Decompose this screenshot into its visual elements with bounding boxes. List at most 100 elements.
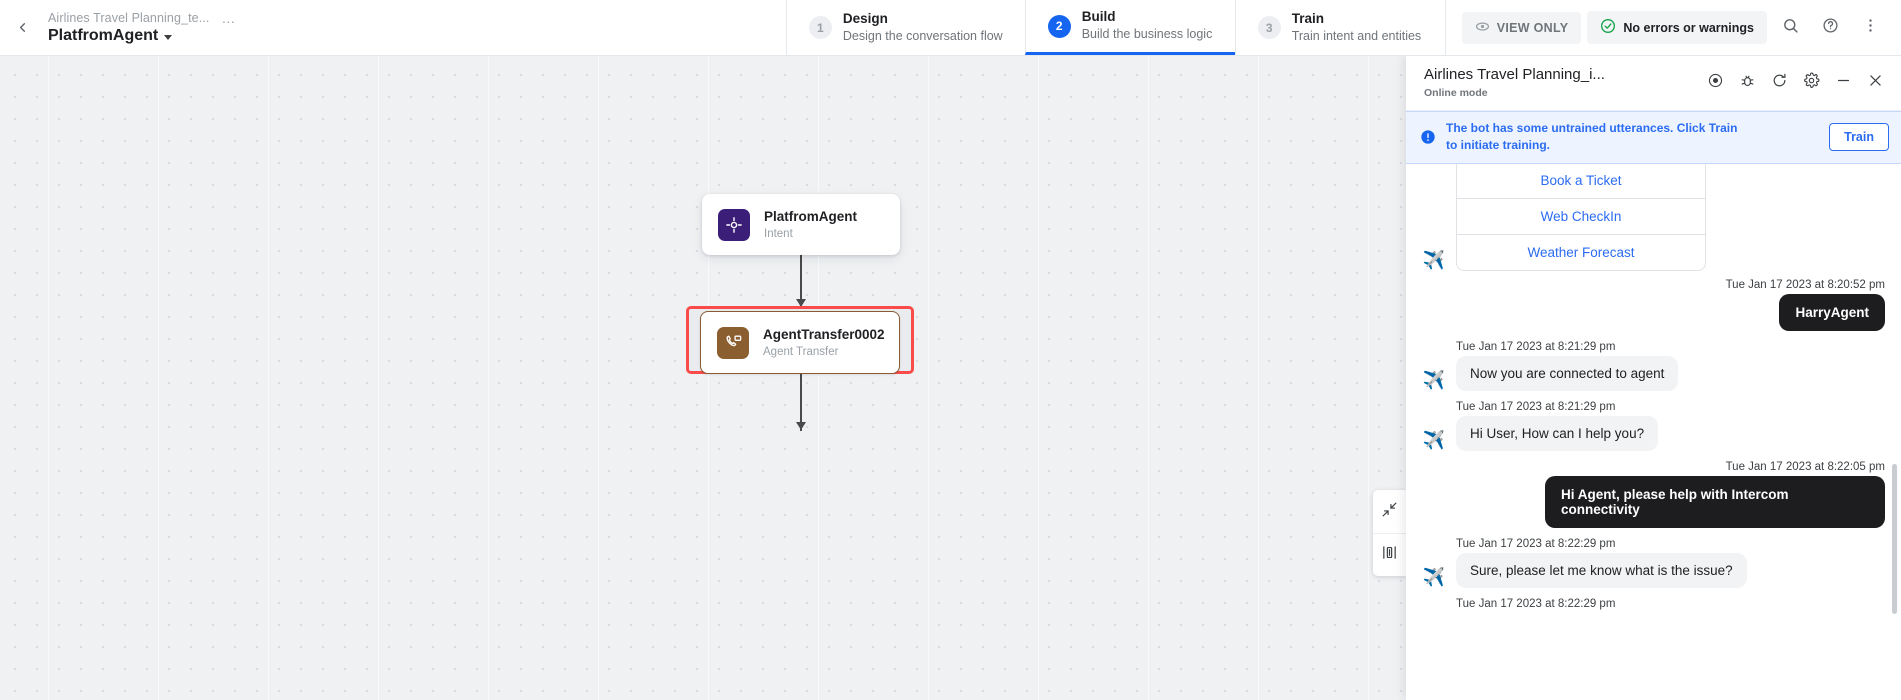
step-nav: 1 Design Design the conversation flow 2 … [785,0,1445,55]
more-options-button[interactable] [1853,11,1887,45]
avatar: ✈️ [1420,564,1448,588]
step-subtitle: Design the conversation flow [842,28,1003,43]
message-options-card: ✈️ Book a Ticket Web CheckIn Weather For… [1420,163,1885,271]
quick-reply-card: Book a Ticket Web CheckIn Weather Foreca… [1456,163,1706,271]
message-bubble-bot: Sure, please let me know what is the iss… [1456,552,1747,588]
search-button[interactable] [1773,11,1807,45]
avatar: ✈️ [1420,247,1448,271]
message-row-user: Hi Agent, please help with Intercom conn… [1420,475,1885,528]
help-button[interactable] [1813,11,1847,45]
airplane-avatar-icon: ✈️ [1422,429,1446,450]
info-alert-icon [1420,129,1436,145]
view-only-badge[interactable]: VIEW ONLY [1461,11,1582,44]
check-circle-icon [1600,18,1616,37]
airplane-avatar-icon: ✈️ [1422,369,1446,390]
refresh-icon [1771,72,1788,94]
gear-icon [1803,72,1820,94]
align-layout-icon [1381,544,1398,566]
chat-title: Airlines Travel Planning_i... [1424,66,1605,83]
settings-button[interactable] [1797,69,1825,97]
edge-intent-to-transfer [800,245,802,307]
flow-canvas[interactable]: PlatfromAgent Intent AgentTransfer0002 A… [0,56,1406,700]
node-title: PlatfromAgent [764,209,858,224]
step-number: 1 [808,16,832,39]
top-right-actions: VIEW ONLY No errors or warnings [1444,0,1901,55]
quick-reply-book-a-ticket[interactable]: Book a Ticket [1540,172,1622,188]
record-dot-icon [1707,72,1724,94]
message-timestamp: Tue Jan 17 2023 at 8:20:52 pm [1725,278,1885,291]
step-title: Design [842,10,888,26]
banner-text: The bot has some untrained utterances. C… [1446,120,1738,153]
train-button[interactable]: Train [1829,123,1889,152]
status-label: No errors or warnings [1623,20,1754,35]
chat-mode-label: Online mode [1424,86,1488,99]
quick-reply-weather-forecast[interactable]: Weather Forecast [1457,233,1705,270]
close-icon [1867,72,1884,94]
step-design[interactable]: 1 Design Design the conversation flow [785,0,1025,55]
untrained-utterances-banner: The bot has some untrained utterances. C… [1406,110,1901,164]
edge-arrowhead [796,299,806,307]
node-platfrom-agent[interactable]: PlatfromAgent Intent [702,194,900,256]
step-build[interactable]: 2 Build Build the business logic [1024,0,1235,55]
node-subtitle: Intent [764,227,793,240]
top-bar: Airlines Travel Planning_te... … Platfro… [0,0,1901,56]
more-vertical-icon [1862,17,1879,39]
edge-arrowhead-outgoing [796,422,806,430]
title-block: Airlines Travel Planning_te... … Platfro… [44,0,424,55]
bug-icon [1739,72,1756,94]
collapse-arrows-icon [1381,501,1398,523]
eye-icon [1475,19,1490,37]
breadcrumb: Airlines Travel Planning_te... … [48,11,424,25]
close-button[interactable] [1861,69,1889,97]
chat-header-actions [1701,69,1889,97]
help-circle-icon [1822,17,1839,39]
view-only-label: VIEW ONLY [1496,20,1569,35]
node-subtitle: Agent Transfer [763,345,839,358]
node-agent-transfer[interactable]: AgentTransfer0002 Agent Transfer [700,311,900,375]
align-layout-button[interactable] [1373,533,1406,576]
refresh-button[interactable] [1765,69,1793,97]
message-row-bot: ✈️ Now you are connected to agent [1420,355,1885,391]
minimize-icon [1835,72,1852,94]
step-title: Train [1291,10,1324,26]
step-subtitle: Build the business logic [1081,27,1213,42]
chat-message-list[interactable]: ✈️ Book a Ticket Web CheckIn Weather For… [1406,163,1901,700]
intent-target-icon [718,208,750,241]
record-button[interactable] [1701,69,1729,97]
chat-header: Airlines Travel Planning_i... Online mod… [1406,56,1901,111]
message-row-user: HarryAgent [1420,293,1885,331]
message-row-bot: ✈️ Hi User, How can I help you? [1420,415,1885,451]
chat-scrollbar[interactable] [1892,164,1899,700]
step-number: 3 [1257,16,1281,39]
airplane-avatar-icon: ✈️ [1422,566,1446,587]
message-bubble-user: Hi Agent, please help with Intercom conn… [1545,475,1885,528]
message-bubble-user: HarryAgent [1779,293,1885,331]
step-title: Build [1081,9,1116,25]
bot-name[interactable]: Airlines Travel Planning_te... [48,10,210,25]
message-bubble-bot: Now you are connected to agent [1456,355,1679,391]
step-train[interactable]: 3 Train Train intent and entities [1234,0,1445,55]
breadcrumb-more-icon[interactable]: … [221,9,237,26]
step-subtitle: Train intent and entities [1291,28,1422,43]
minimize-button[interactable] [1829,69,1857,97]
quick-reply-web-checkin[interactable]: Web CheckIn [1457,197,1705,234]
node-title: AgentTransfer0002 [763,327,885,342]
chevron-left-icon [15,20,30,35]
chat-scrollbar-thumb[interactable] [1892,463,1897,614]
avatar: ✈️ [1420,367,1448,391]
flow-name-dropdown[interactable]: PlatfromAgent [48,27,424,45]
message-timestamp: Tue Jan 17 2023 at 8:22:05 pm [1725,460,1885,473]
agent-transfer-phone-icon [717,326,749,359]
debug-button[interactable] [1733,69,1761,97]
back-button[interactable] [0,0,44,55]
message-timestamp: Tue Jan 17 2023 at 8:22:29 pm [1456,597,1616,610]
message-bubble-bot: Hi User, How can I help you? [1456,415,1659,451]
edge-transfer-outgoing [800,374,802,431]
status-badge[interactable]: No errors or warnings [1587,11,1767,44]
chat-preview-panel: Airlines Travel Planning_i... Online mod… [1406,56,1901,700]
message-row-bot: ✈️ Sure, please let me know what is the … [1420,552,1885,588]
message-timestamp: Tue Jan 17 2023 at 8:21:29 pm [1456,340,1616,353]
search-icon [1782,17,1799,39]
avatar: ✈️ [1420,427,1448,451]
collapse-arrows-button[interactable] [1373,490,1406,533]
